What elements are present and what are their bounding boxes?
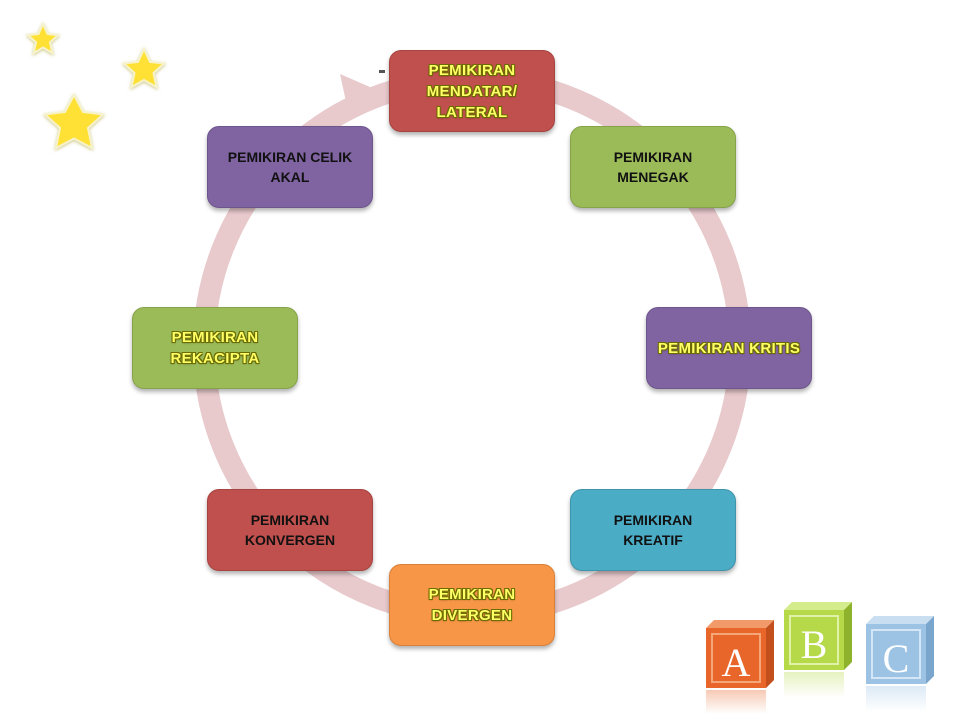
node-label-line: PEMIKIRAN CELIK [227,149,353,165]
star-icon [42,92,106,150]
node-label-line: REKACIPTA [170,350,260,367]
block-b-icon: B [784,602,852,698]
node-pemikiran-konvergen: PEMIKIRAN KONVERGEN [207,489,373,571]
node-pemikiran-kreatif: PEMIKIRAN KREATIF [570,489,736,571]
star-icon [121,46,167,89]
block-a-icon: A [706,620,774,714]
cycle-arrow-head-icon [340,74,386,120]
node-label-line: LATERAL [436,103,508,121]
node-label-line: PEMIKIRAN KRITIS [657,339,801,357]
block-c-icon: C [866,616,934,712]
node-label-line: MENDATAR/ [426,82,518,100]
stars-decoration [25,21,167,150]
node-label-line: PEMIKIRAN [613,512,693,528]
node-label-line: KREATIF [623,532,683,548]
node-label-line: PEMIKIRAN [428,61,516,79]
node-label-line: PEMIKIRAN [171,329,259,346]
node-pemikiran-celik-akal: PEMIKIRAN CELIK AKAL [207,126,373,208]
node-label-line: MENEGAK [617,169,689,185]
node-label-line: PEMIKIRAN [428,586,516,603]
block-letter: C [883,636,910,681]
node-label-line: AKAL [270,169,310,185]
node-pemikiran-divergen: PEMIKIRAN DIVERGEN [389,564,555,646]
node-label-line: DIVERGEN [431,607,513,624]
node-pemikiran-kritis: PEMIKIRAN KRITIS [646,307,812,389]
block-letter: A [722,640,751,685]
node-pemikiran-menegak: PEMIKIRAN MENEGAK [570,126,736,208]
abc-blocks-decoration: A B C [706,602,934,714]
block-letter: B [801,622,828,667]
node-label-line: PEMIKIRAN [250,512,330,528]
node-pemikiran-mendatar-lateral: PEMIKIRAN MENDATAR/ LATERAL [389,50,555,132]
star-icon [25,21,61,56]
small-mark [379,70,385,73]
node-pemikiran-rekacipta: PEMIKIRAN REKACIPTA [132,307,298,389]
node-label-line: KONVERGEN [244,532,336,548]
node-label-line: PEMIKIRAN [613,149,693,165]
